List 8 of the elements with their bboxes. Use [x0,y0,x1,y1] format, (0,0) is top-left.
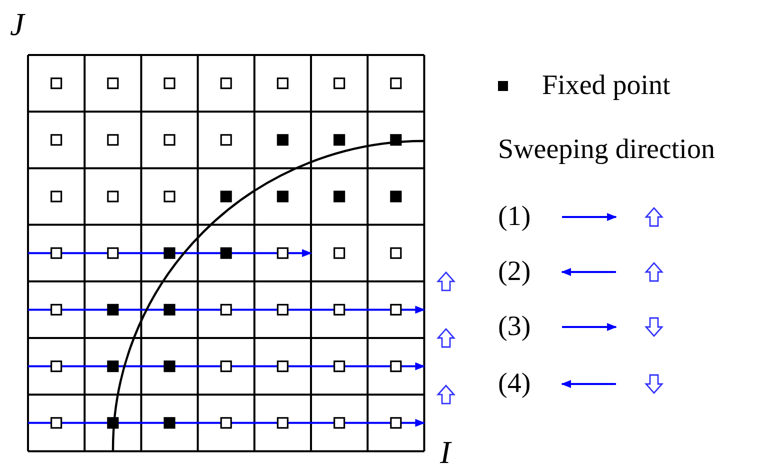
legend-label: (3) [498,313,531,341]
legend-label: Fixed point [542,72,670,100]
axis-label: I [440,436,451,466]
legend-label: (2) [498,258,531,286]
axis-label: J [10,8,24,40]
legend-label: (4) [498,370,531,398]
legend-label: (1) [498,203,531,231]
legend-heading: Sweeping direction [498,136,715,164]
